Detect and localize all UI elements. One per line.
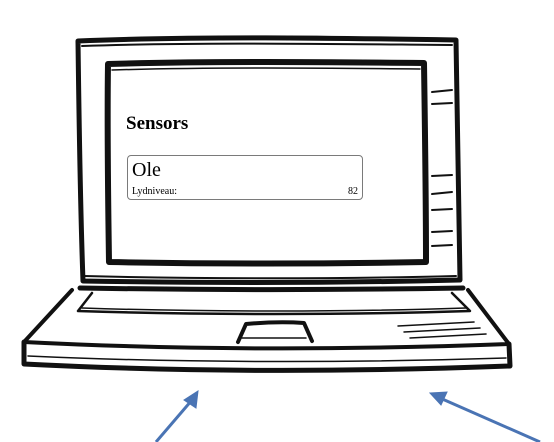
arrow-up-right-icon — [428, 391, 541, 442]
laptop-screen: Sensors Ole Lydniveau: 82 — [112, 64, 422, 260]
sensor-card[interactable]: Ole Lydniveau: 82 — [127, 155, 363, 200]
sensor-metric-value: 82 — [348, 186, 358, 197]
page-title: Sensors — [126, 113, 189, 134]
sensor-name: Ole — [132, 159, 161, 181]
sensor-metric-label: Lydniveau: — [132, 186, 177, 197]
arrow-up-left-icon — [154, 390, 199, 442]
